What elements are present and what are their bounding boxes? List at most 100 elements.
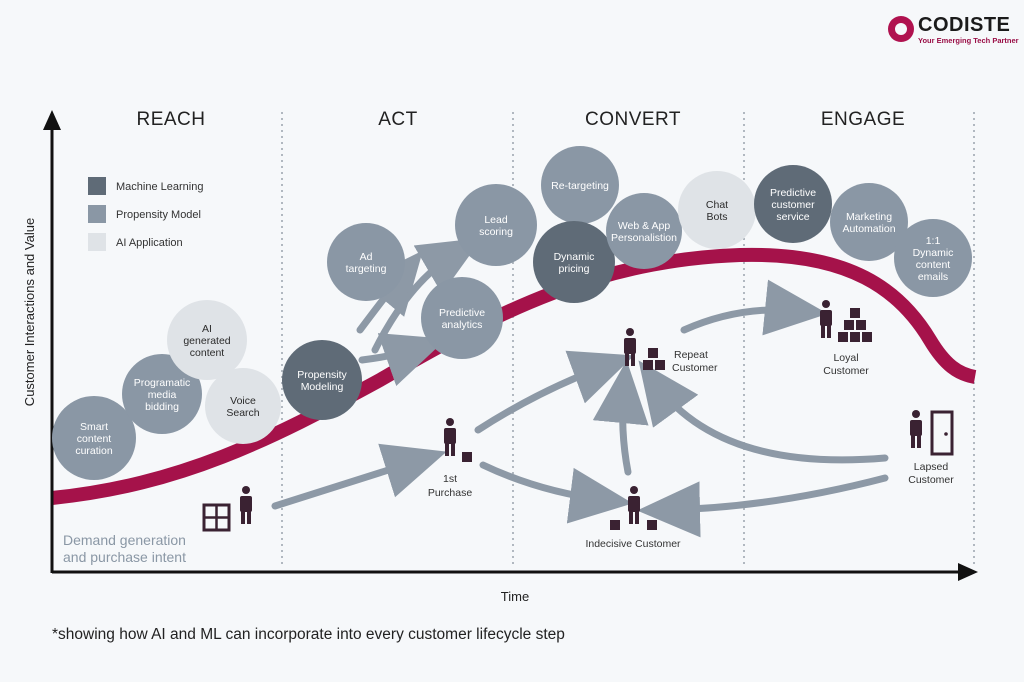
arrow-first-to-repeat (474, 350, 635, 434)
circle-label: targeting (346, 263, 387, 275)
circle-label: content (77, 433, 112, 445)
brand-name: CODISTE (918, 14, 1011, 36)
arrow-start-to-first (271, 443, 447, 510)
circle-label: media (148, 389, 177, 401)
circle-label: Personalistion (611, 232, 677, 244)
codiste-logo-icon (888, 16, 914, 42)
box-icon (462, 452, 472, 462)
stage-label-reach: REACH (136, 109, 205, 130)
demand-label-line1: Demand generation (63, 532, 186, 548)
circle-label: Lead (484, 214, 508, 226)
door-icon (930, 410, 954, 456)
circle-label: Modeling (301, 381, 344, 393)
circle-label: Chat (706, 199, 728, 211)
legend-label-ai: AI Application (116, 237, 183, 249)
circle-shape (122, 354, 202, 434)
circle-label: Predictive (439, 307, 485, 319)
ai-technique-circles: SmartcontentcurationProgramaticmediabidd… (52, 146, 972, 480)
arrows (271, 237, 889, 538)
x-axis-arrow (958, 563, 978, 581)
stage-label-engage: ENGAGE (821, 109, 905, 130)
circle-shape (167, 300, 247, 380)
circle-shape (830, 183, 908, 261)
x-axis-label: Time (501, 589, 529, 604)
circle-label: Dynamic (554, 251, 595, 263)
arrow-lapsed-to-indecisive (637, 474, 889, 538)
circle-label: bidding (145, 401, 179, 413)
boxes-icon-loyal (838, 308, 872, 342)
circle-label: content (190, 347, 225, 359)
arrow-propensity-to-predictive (358, 333, 447, 386)
circle-label: AI (202, 323, 212, 335)
boxes-icon-indecisive (610, 520, 657, 530)
circle-label: service (776, 211, 809, 223)
y-axis-label: Customer Interactions and Value (22, 218, 37, 406)
legend-swatch-ai (88, 233, 106, 251)
circle-shape (205, 368, 281, 444)
legend-swatch-ml (88, 177, 106, 195)
circle-label: scoring (479, 226, 513, 238)
brand-logo: CODISTE Your Emerging Tech Partner (888, 14, 1020, 48)
customer-label-indecisive: Indecisive Customer (585, 538, 681, 550)
circle-label: generated (183, 335, 230, 347)
person-icon-repeat (624, 328, 636, 366)
brand-tagline: Your Emerging Tech Partner (918, 36, 1019, 45)
circle-label: Smart (80, 421, 108, 433)
circle-label: Automation (842, 223, 895, 235)
circle-label: Ad (360, 251, 373, 263)
circle-shape (541, 146, 619, 224)
circle-shape (606, 193, 682, 269)
circle-shape (282, 340, 362, 420)
legend-label-propensity: Propensity Model (116, 209, 201, 221)
stage-dividers (281, 112, 975, 568)
circle-shape (894, 219, 972, 297)
customer-label-loyal-line2: Customer (823, 365, 869, 377)
customer-label-first-line2: Purchase (428, 487, 473, 499)
circle-label: customer (771, 199, 815, 211)
customer-label-repeat-line1: Repeat (674, 349, 708, 361)
person-icon-prospect (240, 486, 252, 524)
stage-label-act: ACT (378, 109, 418, 130)
customer-label-repeat-line2: Customer (672, 362, 718, 374)
person-icon-first-purchase (444, 418, 456, 456)
legend-swatch-propensity (88, 205, 106, 223)
circle-label: content (916, 259, 951, 271)
y-axis-arrow (43, 110, 61, 130)
footnote: *showing how AI and ML can incorporate i… (52, 626, 565, 643)
person-icon-loyal (820, 300, 832, 338)
circle-label: 1:1 (926, 235, 941, 247)
customer-label-loyal-line1: Loyal (833, 352, 858, 364)
demand-label-line2: and purchase intent (63, 549, 186, 565)
start-figure (202, 486, 252, 532)
circle-shape (754, 165, 832, 243)
circle-label: Web & App (618, 220, 671, 232)
circle-shape (533, 221, 615, 303)
circle-label: Voice (230, 395, 256, 407)
person-icon-lapsed (910, 410, 922, 448)
arrow-lapsed-to-repeat (638, 360, 889, 464)
circle-label: Programatic (134, 377, 191, 389)
circle-shape (421, 277, 503, 359)
circle-label: analytics (442, 319, 483, 331)
legend: Machine Learning Propensity Model AI App… (88, 177, 203, 251)
customer-label-lapsed-line2: Customer (908, 474, 954, 486)
circle-label: Search (226, 407, 259, 419)
circle-label: Dynamic (913, 247, 954, 259)
circle-label: Propensity (297, 369, 347, 381)
person-icon-indecisive (628, 486, 640, 524)
circle-shape (455, 184, 537, 266)
arrow-repeat-to-loyal (680, 279, 828, 336)
